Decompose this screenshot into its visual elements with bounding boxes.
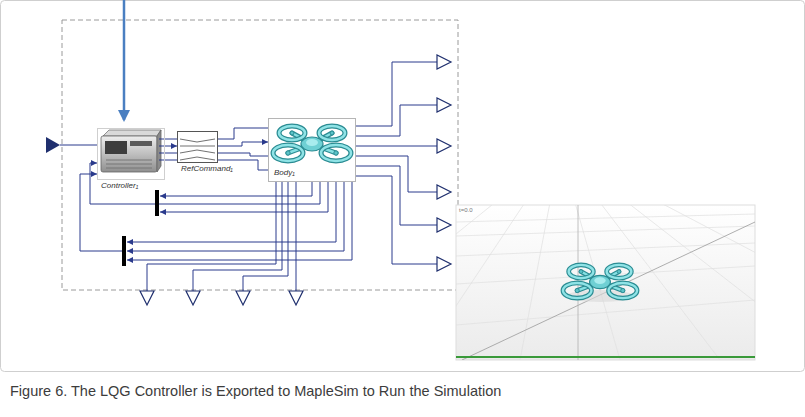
simulation-view [560, 205, 755, 360]
mapping-lines [180, 139, 215, 142]
signal-wire [160, 182, 328, 212]
signal-wire [60, 62, 437, 291]
ecu-illustration [103, 130, 161, 136]
signal-wire [60, 145, 97, 146]
simulation-view [456, 356, 755, 358]
drone-icon [273, 126, 351, 161]
signal-wire [160, 182, 312, 196]
mux-bar [155, 190, 159, 216]
ecu-illustration [101, 130, 161, 172]
block-label: Controller₁ [101, 182, 138, 191]
simulation-view [456, 243, 755, 256]
signal-wire [356, 166, 437, 225]
ecu-illustration [157, 130, 161, 172]
signal-wire [127, 182, 352, 260]
ecu-illustration [105, 141, 127, 154]
mapping-lines [180, 150, 215, 153]
signal-wire [165, 160, 177, 161]
simulation-view [456, 205, 755, 360]
signal-wire [165, 153, 177, 154]
simulation-view [560, 205, 755, 360]
output-port [140, 55, 451, 305]
controller-block: Controller₁ [97, 128, 165, 180]
signal-wire [193, 182, 282, 291]
simulation-view [456, 205, 560, 360]
signal-wire [127, 182, 344, 251]
mapping-lines [180, 139, 215, 160]
simulation-view [456, 300, 755, 325]
figure-caption: Figure 6. The LQG Controller is Exported… [10, 383, 501, 400]
signal-connector [90, 163, 320, 204]
ecu-illustration [106, 164, 152, 165]
signal-wire [356, 176, 437, 264]
block-label: Body₁ [274, 169, 295, 178]
simulation-view [456, 205, 560, 360]
output-port [437, 98, 451, 112]
ecu-illustration [130, 141, 152, 146]
output-port [437, 257, 451, 271]
mapping-lines [180, 157, 215, 160]
simulation-view [456, 214, 755, 222]
signal-connector [218, 142, 268, 146]
signal-wire [147, 182, 276, 291]
signal-wire [356, 156, 437, 192]
output-port [437, 139, 451, 153]
signal-wire [356, 146, 437, 147]
output-port [289, 291, 303, 305]
ecu-illustration [101, 136, 157, 172]
mux-bar [122, 236, 126, 266]
simulation-view [563, 265, 637, 298]
simulation-view [300, 150, 805, 360]
signal-wire [218, 153, 268, 156]
body-block: Body₁ [268, 118, 356, 182]
block-label: RefCommand₁ [181, 165, 233, 174]
output-port [437, 185, 451, 199]
signal-wire [165, 139, 177, 140]
ecu-illustration [106, 168, 152, 169]
input-port [46, 137, 60, 153]
signal-wire [218, 128, 268, 139]
signal-wire [127, 182, 336, 242]
signal-connector [165, 146, 177, 147]
output-port [140, 291, 154, 305]
signal-wire [296, 182, 297, 291]
simulation-view [520, 205, 560, 360]
signal-wire [356, 62, 437, 126]
connector-group [90, 142, 320, 204]
signal-wire [243, 182, 288, 291]
simulation-view [456, 205, 755, 360]
simulation-view [462, 222, 755, 360]
signal-wire [356, 105, 437, 136]
output-port [437, 218, 451, 232]
output-port [186, 291, 200, 305]
figure-frame [1, 1, 805, 372]
time-readout: t=0.0 [459, 207, 473, 214]
output-port [437, 55, 451, 69]
simulation-view [456, 226, 755, 236]
simulation-view [456, 205, 755, 360]
mapping-lines [180, 146, 215, 147]
pointer-arrow [123, 0, 126, 120]
subsystem-boundary [62, 20, 458, 290]
refcommand-block: RefCommand₁ [177, 131, 218, 163]
ecu-illustration [106, 160, 152, 161]
output-port [236, 291, 250, 305]
